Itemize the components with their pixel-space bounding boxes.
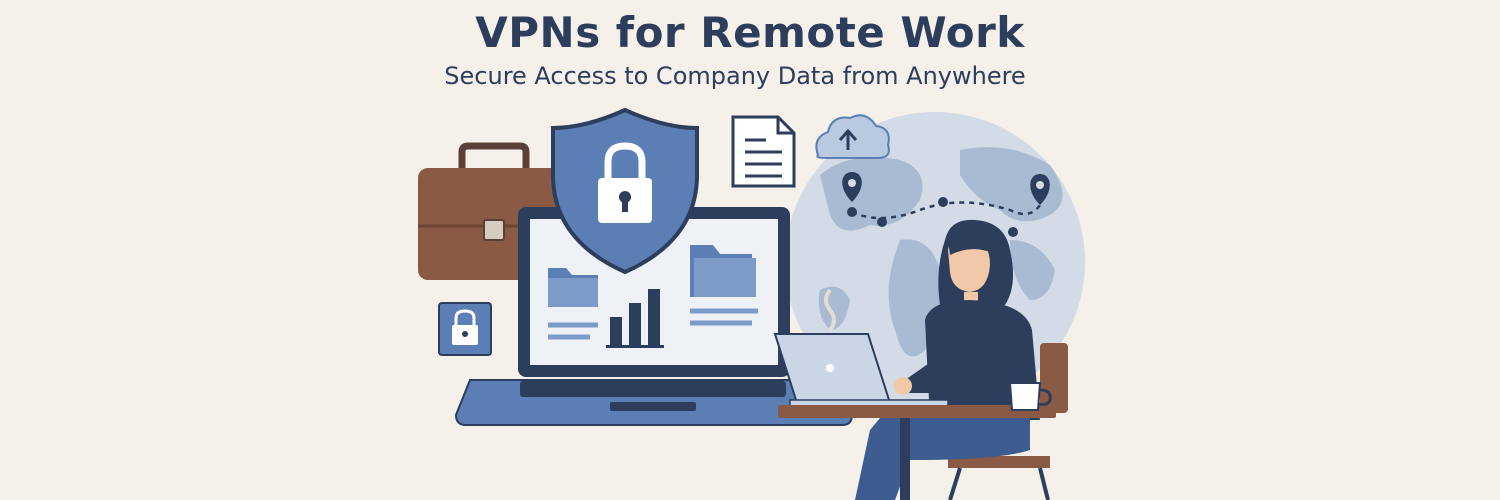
cloud-upload-icon — [815, 114, 890, 159]
location-pin-icon — [1030, 174, 1050, 205]
folder-icon — [690, 245, 756, 297]
folder-icon — [548, 268, 598, 307]
coffee-mug-icon — [1008, 382, 1052, 411]
page-title: VPNs for Remote Work — [475, 8, 1025, 57]
chair — [948, 343, 1068, 500]
padlock-icon — [438, 302, 492, 356]
page-subtitle: Secure Access to Company Data from Anywh… — [444, 62, 1026, 90]
bar-chart-icon — [606, 289, 664, 348]
person — [855, 219, 1040, 500]
document-icon — [731, 115, 796, 188]
table — [778, 405, 1056, 500]
location-pin-icon — [842, 172, 862, 202]
shield-lock-icon — [551, 107, 699, 275]
